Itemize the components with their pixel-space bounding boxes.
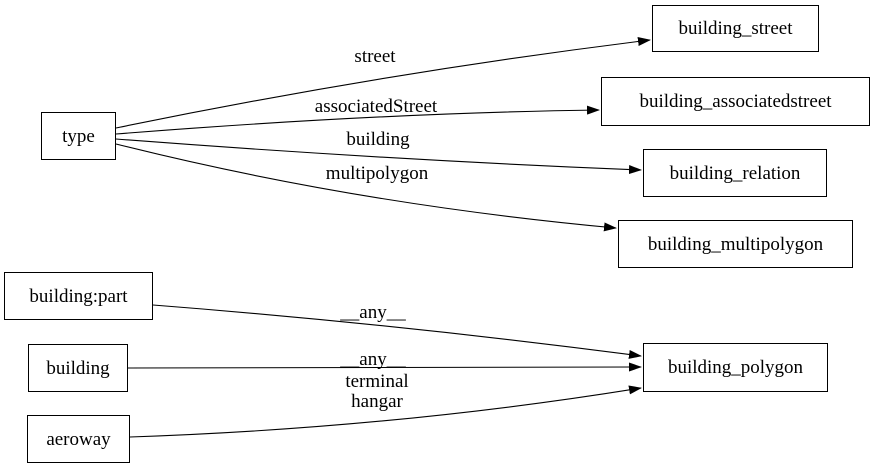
node-building-associatedstreet: building_associatedstreet bbox=[601, 77, 870, 126]
node-building-street: building_street bbox=[652, 5, 819, 52]
edge-label-any-building: __any__ bbox=[340, 349, 406, 370]
edge-building-building_polygon bbox=[127, 362, 642, 372]
node-building-part: building:part bbox=[4, 272, 153, 320]
edge-type-building_associatedstreet bbox=[115, 105, 600, 135]
node-building-polygon: building_polygon bbox=[643, 343, 828, 392]
edge-label-associatedstreet: associatedStreet bbox=[314, 96, 438, 117]
edge-label-street: street bbox=[354, 46, 396, 67]
node-building: building bbox=[28, 344, 128, 392]
node-aeroway: aeroway bbox=[27, 415, 130, 463]
node-building-multipolygon: building_multipolygon bbox=[618, 220, 853, 268]
node-type: type bbox=[41, 112, 116, 160]
edge-aeroway-building_polygon bbox=[129, 385, 642, 438]
edge-label-multipolygon: multipolygon bbox=[325, 163, 429, 184]
node-building-relation: building_relation bbox=[643, 149, 827, 197]
edge-label-any-building-part: __any__ bbox=[340, 302, 406, 323]
edge-type-building_relation bbox=[115, 138, 642, 175]
edge-type-building_multipolygon bbox=[115, 143, 617, 232]
edge-label-building: building bbox=[346, 129, 410, 150]
edge-type-building_street bbox=[115, 37, 651, 129]
edge-label-terminal-hangar: terminal hangar bbox=[345, 371, 409, 412]
edge-building_part-building_polygon bbox=[152, 304, 642, 359]
